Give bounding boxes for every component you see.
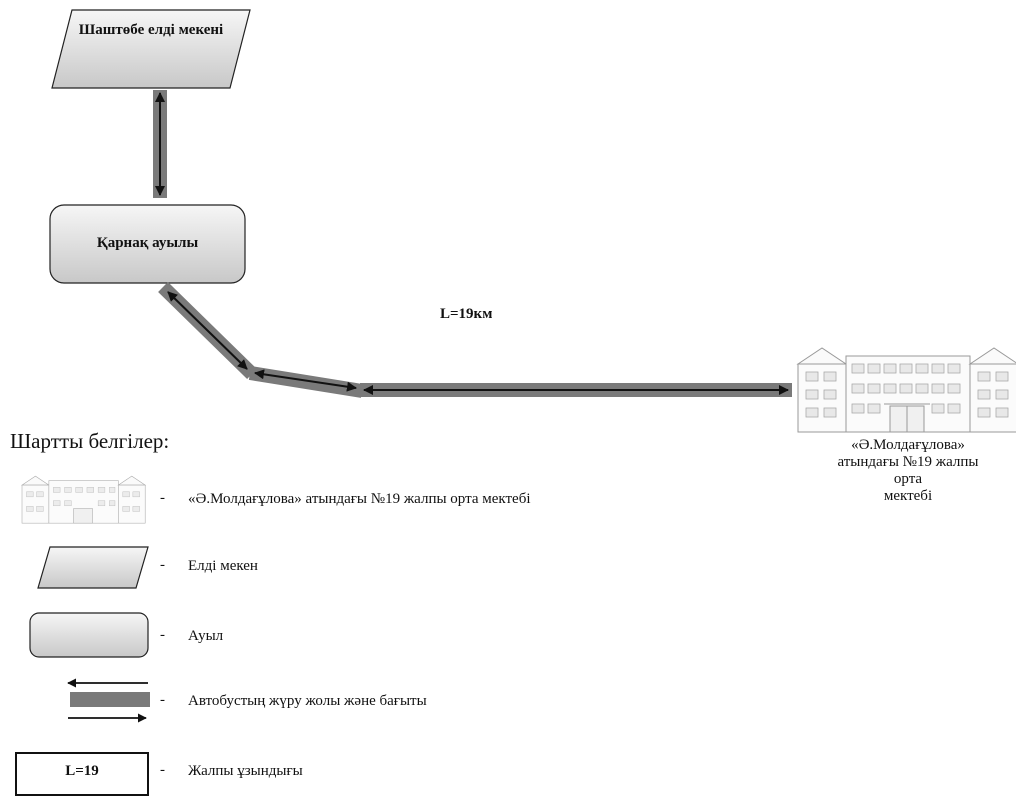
village-node-shape [49, 204, 246, 284]
legend-dash: - [160, 762, 165, 778]
legend-label-village: Ауыл [188, 628, 224, 644]
legend-label-settlement: Елді мекен [188, 558, 258, 574]
route-length-label: L=19км [440, 306, 493, 322]
legend-length-box-text: L=19 [65, 763, 99, 779]
legend-dash: - [160, 557, 165, 573]
legend-label-school: «Ә.Молдағұлова» атындағы №19 жалпы орта … [188, 491, 531, 507]
legend-dash: - [160, 627, 165, 643]
road-segment-slanted [248, 366, 364, 398]
settlement-node-label: Шаштөбе елді мекені [78, 22, 224, 38]
legend-dash: - [160, 490, 165, 506]
settlement-node-shape [51, 9, 251, 89]
school-caption-line4: мектебі [883, 488, 933, 504]
legend-length-box: L=19 [15, 752, 149, 796]
legend-dash: - [160, 692, 165, 708]
school-caption-line1: «Ә.Молдағұлова» [851, 437, 965, 453]
legend-label-length: Жалпы ұзындығы [188, 763, 303, 779]
school-caption-line3: орта [893, 471, 923, 487]
legend-bus-route-icon [67, 678, 150, 723]
legend-rounded-rect-icon [29, 612, 149, 658]
school-building-icon [796, 347, 1016, 433]
legend-title: Шартты белгілер: [10, 429, 170, 453]
school-caption: «Ә.Молдағұлова» атындағы №19 жалпы орта … [818, 437, 998, 505]
road-segment-vertical [153, 90, 167, 198]
school-caption-line2: атындағы №19 жалпы [837, 454, 979, 470]
road-segment-diagonal [158, 281, 257, 380]
legend-parallelogram-icon [37, 546, 149, 589]
legend-label-route: Автобустың жүру жолы және бағыты [188, 693, 427, 709]
legend-school-icon [21, 475, 147, 524]
road-segment-horizontal [360, 383, 792, 397]
village-node-label: Қарнақ ауылы [96, 235, 199, 251]
